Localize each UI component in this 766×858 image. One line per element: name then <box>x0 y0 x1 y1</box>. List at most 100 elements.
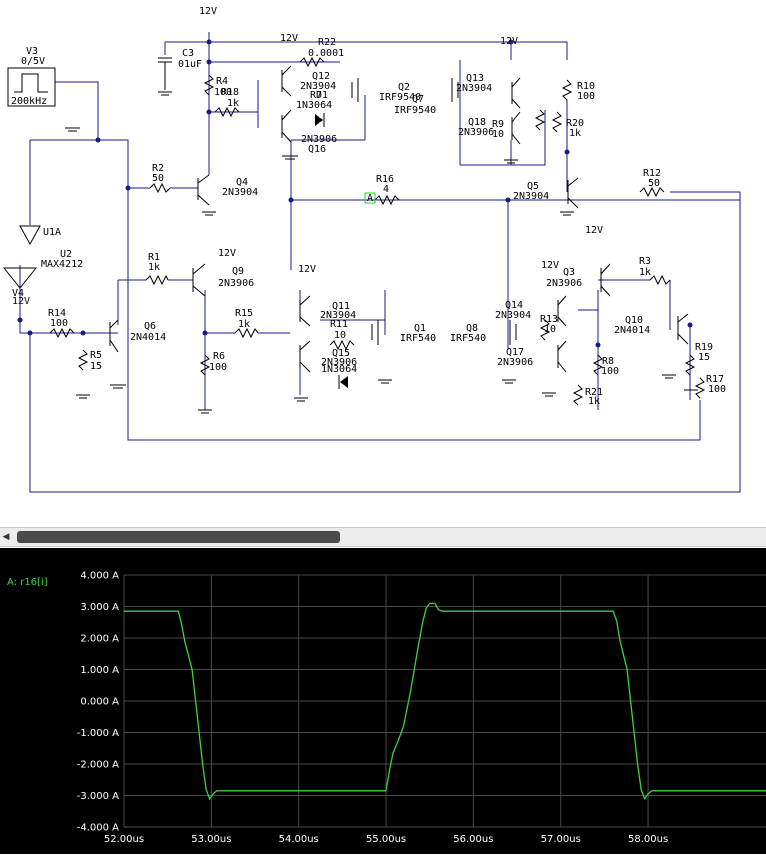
q3-label: Q3 <box>563 267 575 278</box>
d1-part: 1N3064 <box>296 100 332 111</box>
r22-value: 0.0001 <box>308 48 344 59</box>
y-tick-label: 2.000 A <box>80 634 119 645</box>
r11-value: 10 <box>334 330 346 341</box>
v4-label: V4 <box>12 288 24 299</box>
y-tick-label: 4.000 A <box>80 571 119 582</box>
q4-label: Q4 <box>236 177 248 188</box>
q8-label: Q8 <box>466 323 478 334</box>
junctions <box>17 39 693 348</box>
q5-part: 2N3904 <box>513 191 549 202</box>
y-tick-label: 0.000 A <box>80 697 119 708</box>
trace-legend-label: A: r16[i] <box>7 577 48 588</box>
r11-label: R11 <box>330 319 348 330</box>
v3-frequency: 200kHz <box>11 96 47 107</box>
q16-label: Q16 <box>308 144 326 155</box>
schematic-canvas[interactable]: 12V 12V 12V 12V 12V 12V 12V V3 0/5V 200k… <box>0 0 766 522</box>
r6-label: R6 <box>213 351 225 362</box>
y-tick-label: -4.000 A <box>77 823 119 834</box>
r18-value: 1k <box>227 98 239 109</box>
supply-label: 12V <box>585 225 603 236</box>
q12-part: 2N3904 <box>300 81 336 92</box>
q7-label: Q7 <box>412 94 424 105</box>
q5-label: Q5 <box>527 181 539 192</box>
r3-value: 1k <box>639 267 651 278</box>
q2-part: IRF9540 <box>379 92 421 103</box>
supply-label: 12V <box>199 6 217 17</box>
x-tick-label: 55.00us <box>366 834 406 845</box>
r12-label: R12 <box>643 168 661 179</box>
v4-value: 12V <box>12 296 30 307</box>
r5-value: 15 <box>90 361 102 372</box>
probe-label: A <box>367 193 373 204</box>
r4-value: 100 <box>214 87 232 98</box>
q18-part: 2N3906 <box>458 127 494 138</box>
q13-part: 2N3904 <box>456 83 492 94</box>
c3-value: 01uF <box>178 59 202 70</box>
x-tick-label: 57.00us <box>541 834 581 845</box>
r14-label: R14 <box>48 308 66 319</box>
r21-label: R21 <box>585 387 603 398</box>
y-tick-label: -3.000 A <box>77 791 119 802</box>
q12-label: Q12 <box>312 71 330 82</box>
q1-part: IRF540 <box>400 333 436 344</box>
q9-part: 2N3906 <box>218 278 254 289</box>
scrollbar-thumb[interactable] <box>17 531 340 543</box>
r16-label: R16 <box>376 174 394 185</box>
components <box>2 56 706 414</box>
r13-value: 10 <box>544 324 556 335</box>
q11-label: Q11 <box>332 301 350 312</box>
r4-label: R4 <box>216 76 228 87</box>
u2-label: U2 <box>60 249 72 260</box>
r10-label: R10 <box>577 81 595 92</box>
y-tick-label: -2.000 A <box>77 760 119 771</box>
x-tick-label: 58.00us <box>628 834 668 845</box>
r10-value: 100 <box>577 91 595 102</box>
r1-value: 1k <box>148 262 160 273</box>
r3-label: R3 <box>639 256 651 267</box>
circuit-diagram: 12V 12V 12V 12V 12V 12V 12V V3 0/5V 200k… <box>2 6 741 493</box>
q15-label: Q15 <box>332 348 350 359</box>
r5-label: R5 <box>90 350 102 361</box>
r19-label: R19 <box>695 342 713 353</box>
r16-value: 4 <box>383 184 389 195</box>
q14-part: 2N3904 <box>495 310 531 321</box>
q17-label: Q17 <box>506 347 524 358</box>
supply-label: 12V <box>500 36 518 47</box>
r15-label: R15 <box>235 308 253 319</box>
r22-label: R22 <box>318 37 336 48</box>
q13-label: Q13 <box>466 73 484 84</box>
q9-label: Q9 <box>232 266 244 277</box>
horizontal-scrollbar[interactable]: ◀ <box>0 527 766 547</box>
r20-label: R20 <box>566 118 584 129</box>
r12-value: 50 <box>648 178 660 189</box>
y-tick-label: 1.000 A <box>80 665 119 676</box>
component-labels: 12V 12V 12V 12V 12V 12V 12V V3 0/5V 200k… <box>11 6 726 407</box>
x-tick-label: 52.00us <box>104 834 144 845</box>
scroll-left-arrow-icon[interactable]: ◀ <box>2 532 10 542</box>
v3-label: V3 <box>26 46 38 57</box>
r6-value: 100 <box>209 362 227 373</box>
q11-part: 2N3904 <box>320 310 356 321</box>
r7-label: R7 <box>310 90 322 101</box>
r16-current-trace <box>124 602 766 801</box>
u2-part: MAX4212 <box>41 259 83 270</box>
current-waveform-chart: 4.000 A3.000 A2.000 A1.000 A0.000 A-1.00… <box>7 571 766 845</box>
q10-part: 2N4014 <box>614 325 650 336</box>
q8-part: IRF540 <box>450 333 486 344</box>
r15-value: 1k <box>238 319 250 330</box>
q2-label: Q2 <box>398 82 410 93</box>
x-tick-label: 54.00us <box>279 834 319 845</box>
r21-value: 1k <box>588 396 600 407</box>
q16-part: 2N3906 <box>301 134 337 145</box>
q4-part: 2N3904 <box>222 187 258 198</box>
r17-label: R17 <box>706 374 724 385</box>
r13-label: R13 <box>540 314 558 325</box>
q3-part: 2N3906 <box>546 278 582 289</box>
r17-value: 100 <box>708 384 726 395</box>
r18-label: R18 <box>221 87 239 98</box>
r9-label: R9 <box>492 119 504 130</box>
x-tick-label: 56.00us <box>453 834 493 845</box>
wires <box>19 32 741 493</box>
chart-grid <box>123 574 766 828</box>
